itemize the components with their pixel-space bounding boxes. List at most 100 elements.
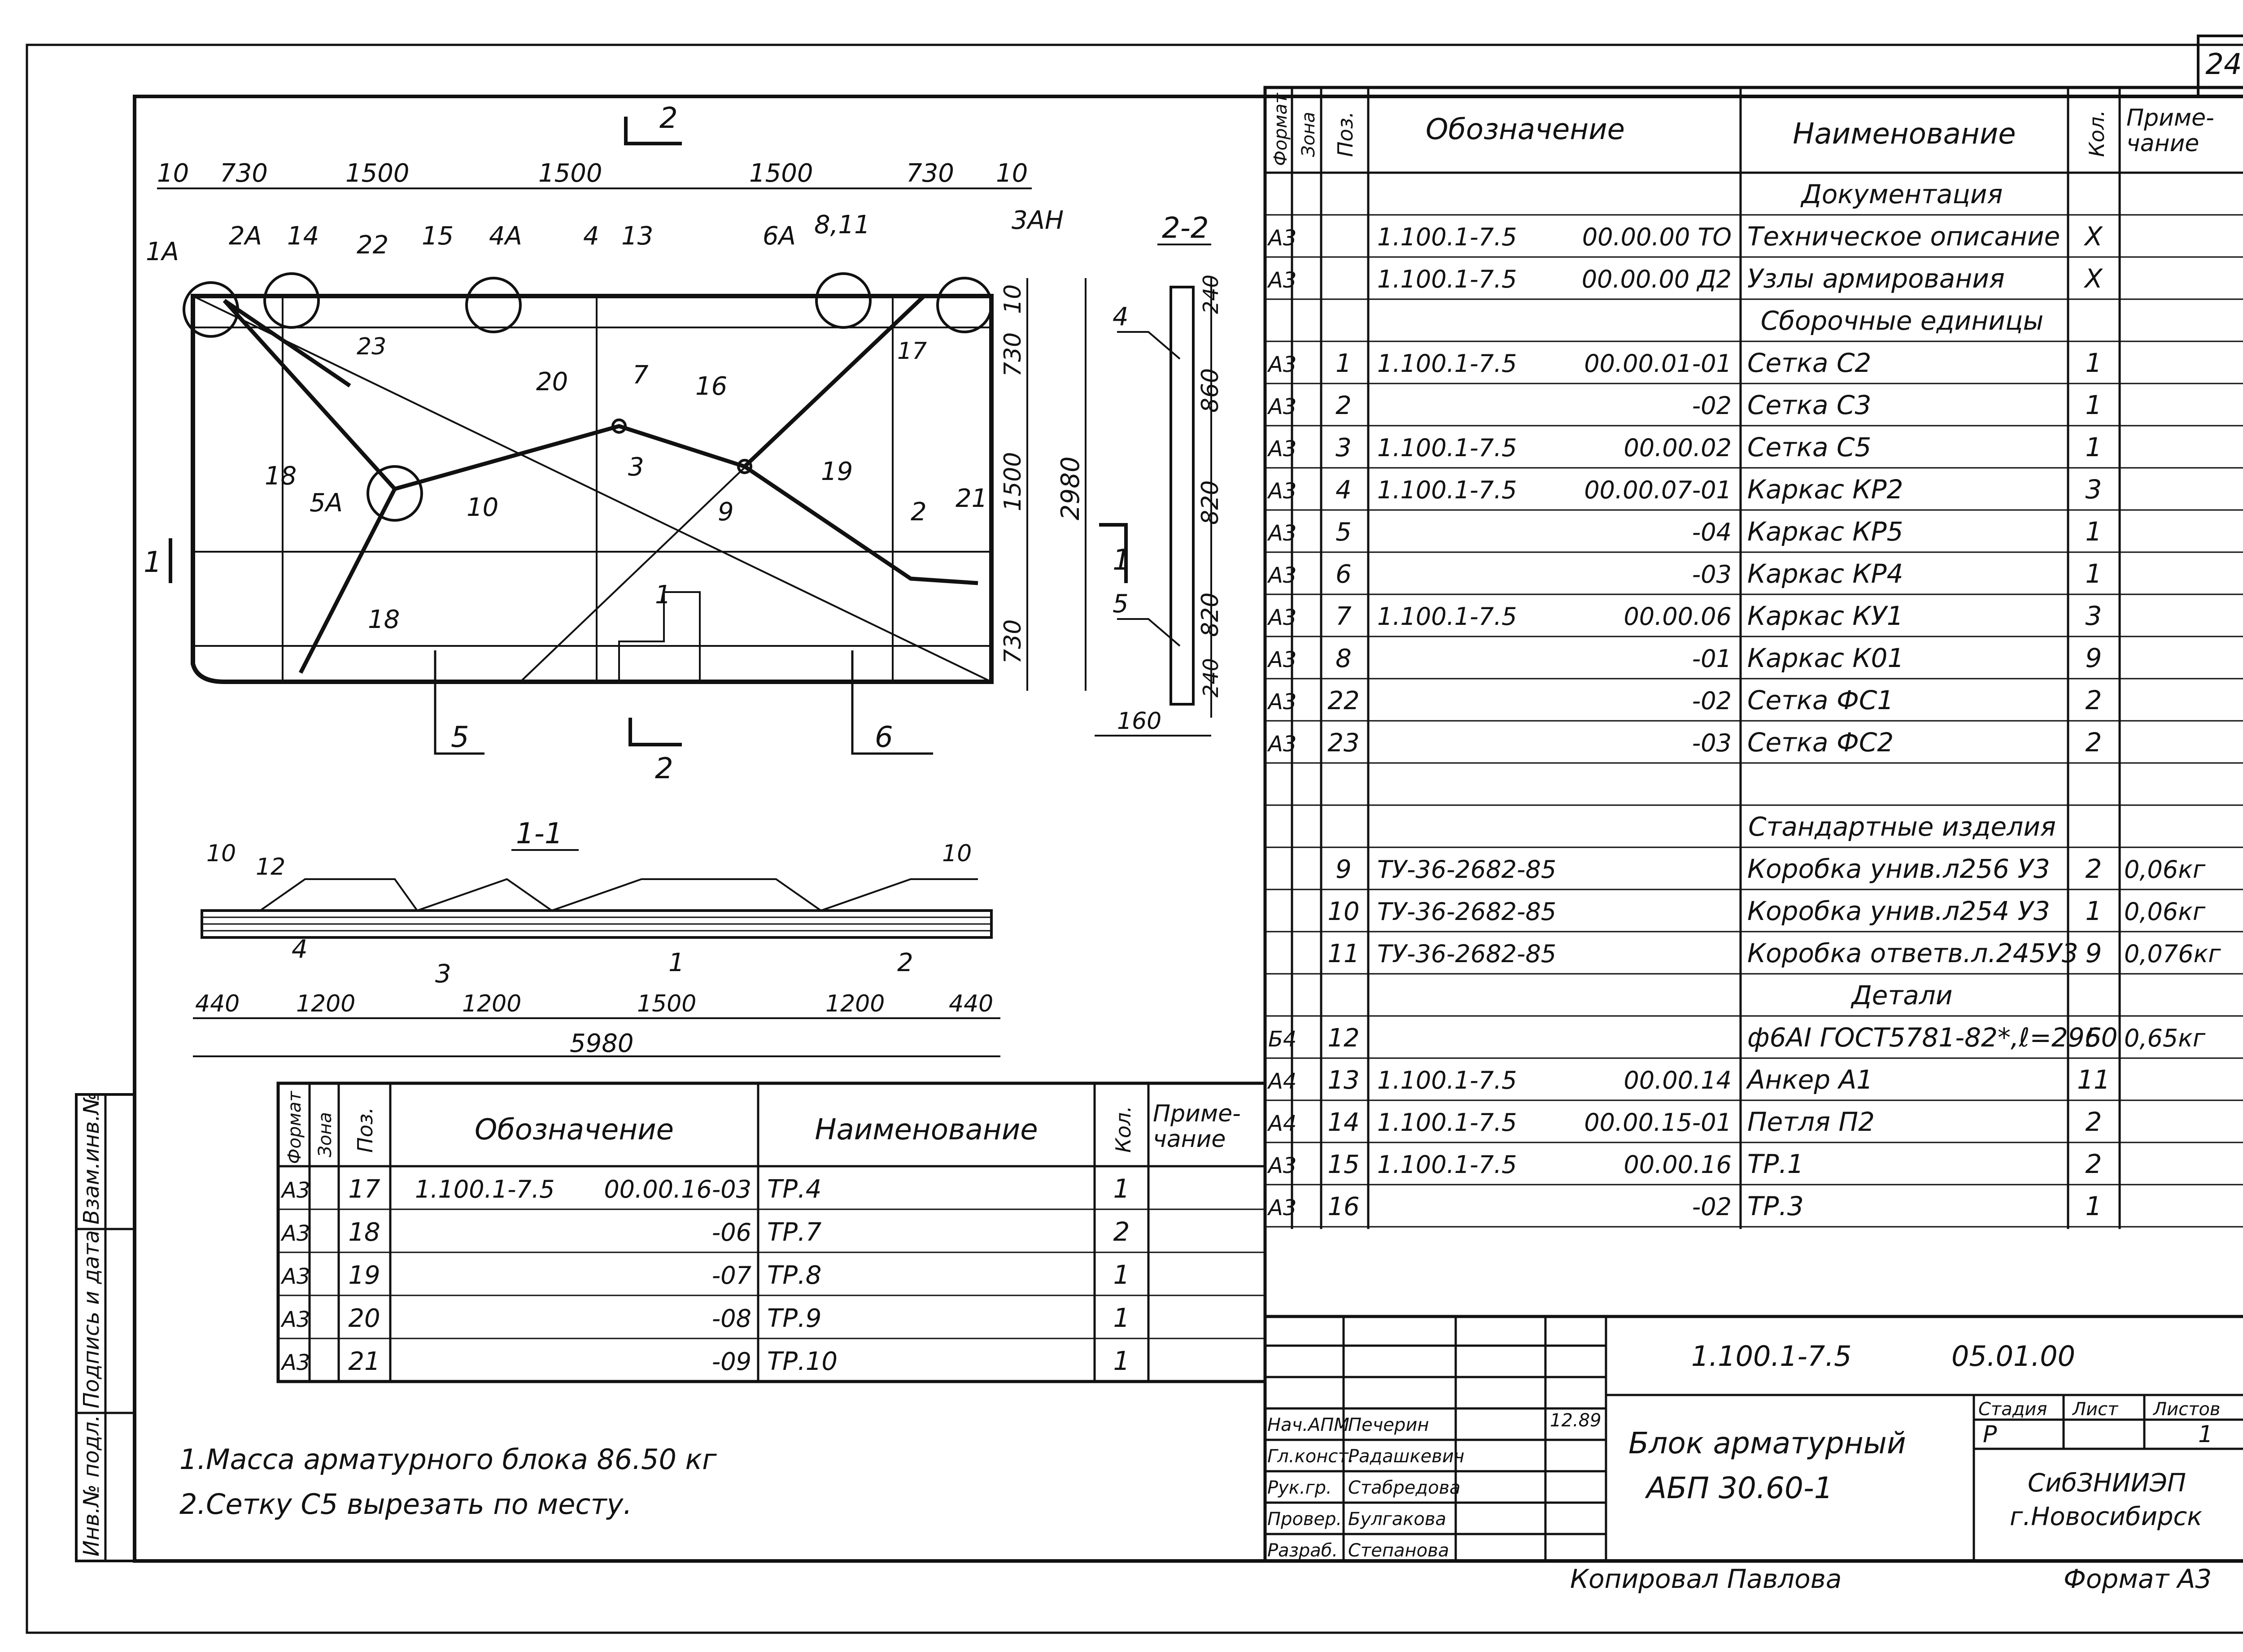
plan-dim-top-2: 730 [220,159,268,188]
tb-doc: 05.01.00 [1951,1340,2075,1373]
sec11-dim-6: 440 [949,990,993,1017]
node-label-4a: 4А [489,222,522,251]
node-5a [367,465,423,522]
tb-sheet-label: Лист [2072,1399,2119,1420]
section-2-2: 2-2 240 860 820 820 240 160 4 5 [1095,212,1224,737]
plan-dim-top-6: 730 [906,159,954,188]
section-2-2-title: 2-2 [1162,212,1209,245]
row-suffix: -01 [1692,645,1732,673]
row-name: Каркас КУ1 [1747,601,1903,631]
node-4a [465,277,522,333]
row-name: Каркас КР5 [1747,516,1903,547]
pos-4: 4 [583,222,599,251]
sec22-label-5: 5 [1113,589,1129,619]
pos-2: 2 [911,497,927,527]
small-h-qty: Кол. [1111,1106,1135,1153]
plan-dim-top-1: 10 [157,159,189,188]
row-code: 1.100.1-7.5 [1377,1151,1517,1179]
sec11-label-3: 3 [435,959,451,989]
pos-10: 10 [467,493,498,522]
row-suffix: 00.00.16-03 [604,1175,751,1203]
row-code: 1.100.1-7.5 [1377,434,1517,462]
row-name: ф6АI ГОСТ5781-82*,ℓ=2960 [1747,1022,2118,1053]
sec22-dim-2: 860 [1197,368,1224,413]
pos-15: 15 [422,222,454,251]
sheet-border [26,44,2243,1634]
tb-role: Провер. [1267,1509,1342,1530]
side-stamp: Инв.№ подл. Подпись и дата Взам.инв.№ [75,1092,136,1562]
pos-7: 7 [633,361,649,390]
row-note: 0,65кг [2124,1024,2206,1052]
row-qty: 2 [2086,854,2102,884]
main-h-note: Приме-чание [2126,105,2214,157]
row-code: 1.100.1-7.5 [1377,476,1517,504]
row-pos: 22 [1327,686,1359,715]
row-qty: 1 [2086,348,2102,378]
row-name: Коробка ответв.л.245У3 [1747,938,2078,968]
tb-sheets: 1 [2198,1421,2213,1448]
row-name: Сетка С3 [1747,390,1871,420]
row-name: ТР.1 [1747,1149,1804,1179]
pos-21: 21 [956,484,987,513]
row-pos: 7 [1335,602,1352,631]
row-qty: 2 [2086,685,2102,715]
row-note: 0,06кг [2124,855,2206,884]
row-pos: 3 [1335,433,1352,462]
row-note: 0,06кг [2124,898,2206,926]
main-h-qty: Кол. [2085,110,2109,157]
pos-9: 9 [718,497,734,527]
row-name: ТР.10 [767,1347,838,1376]
main-h-name: Наименование [1793,118,2016,151]
row-code: ТУ-36-2682-85 [1377,940,1556,968]
row-format: А3 [1267,394,1296,419]
row-suffix: 00.00.16 [1624,1151,1732,1179]
row-qty: 1 [2086,1191,2102,1221]
row-suffix: -06 [712,1218,751,1247]
pos-23: 23 [357,333,386,360]
row-format: А3 [1267,436,1296,462]
row-pos: 23 [1327,728,1359,758]
row-pos: 21 [348,1347,380,1376]
row-format: А3 [1267,1153,1296,1178]
row-format: А3 [280,1178,310,1203]
row-pos: 1 [1335,349,1352,378]
sec11-dim-2: 1200 [296,990,355,1017]
row-pos: 18 [348,1218,380,1247]
tb-role-name: Стабредова [1348,1478,1461,1498]
plan-dim-top-4: 1500 [538,159,602,188]
row-suffix: 00.00.15-01 [1584,1108,1732,1137]
row-note: 0,076кг [2124,940,2221,968]
row-name: Каркас КР2 [1747,474,1903,505]
tb-title-1: Блок арматурный [1628,1426,1906,1460]
row-suffix: 00.00.00 Д2 [1582,265,1732,293]
row-format: А3 [1267,732,1296,757]
row-name: Анкер А1 [1746,1064,1873,1095]
sec22-dim-1: 240 [1199,275,1223,314]
row-code: ТУ-36-2682-85 [1377,898,1556,926]
sec11-label-2: 2 [897,948,913,977]
callout-6: 6 [875,721,893,754]
spec-table-small: Формат Зона Поз. Обозначение Наименовани… [276,1081,1267,1383]
row-qty: 1 [2086,390,2102,420]
row-suffix: 00.00.14 [1624,1066,1732,1094]
section-marker-left: 1 [144,546,162,579]
row-pos: 17 [348,1175,380,1204]
slab-outline [191,294,994,684]
row-format: А3 [1267,352,1296,377]
row-name: Сетка С5 [1747,432,1871,462]
plan-dim-right-1: 10 [999,284,1026,314]
row-code: 1.100.1-7.5 [1377,223,1517,251]
row-pos: 10 [1327,897,1359,926]
tb-role-name: Степанова [1348,1540,1449,1561]
